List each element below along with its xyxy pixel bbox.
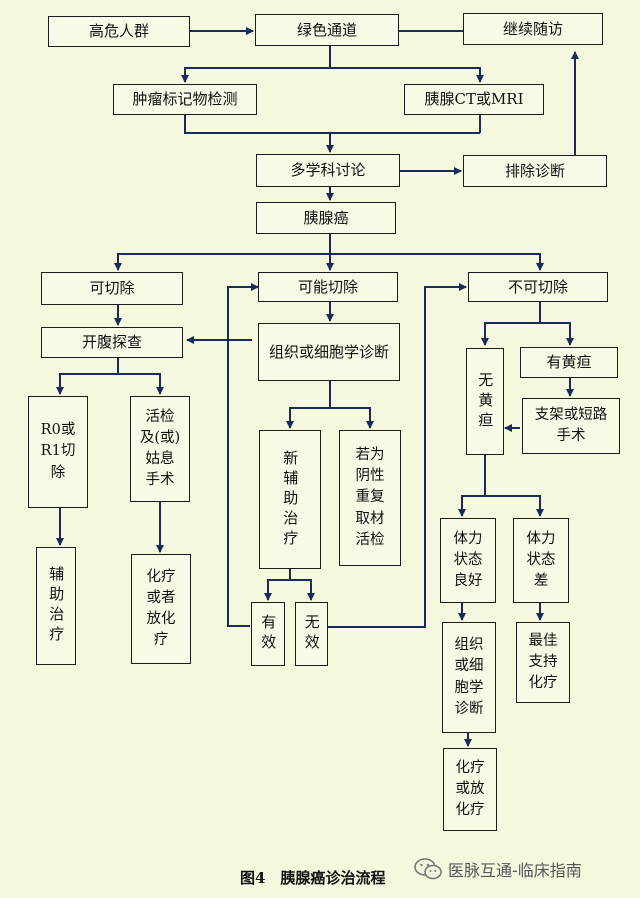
node-unresectable: 不可切除 <box>468 272 608 302</box>
node-laparotomy: 开腹探查 <box>41 327 183 358</box>
node-follow-up: 继续随访 <box>463 13 603 45</box>
figure-caption: 图4 胰腺癌诊治流程 <box>240 869 386 887</box>
node-chemo-radio: 化疗 或者 放化 疗 <box>131 554 191 664</box>
node-histology-cytology: 组织或细胞学诊断 <box>258 323 400 381</box>
node-green-channel: 绿色通道 <box>255 14 399 46</box>
node-stent-shortcut: 支架或短路 手术 <box>522 398 620 454</box>
node-adjuvant: 辅助治疗 <box>36 547 76 665</box>
node-negative-repeat: 若为 阴性 重复 取材 活检 <box>339 430 401 566</box>
node-ineffective: 无效 <box>295 602 328 666</box>
node-possibly-resectable: 可能切除 <box>258 272 398 302</box>
node-jaundice: 有黄疸 <box>520 347 618 378</box>
node-resectable: 可切除 <box>41 272 183 305</box>
node-ct-mri: 胰腺CT或MRI <box>404 84 544 115</box>
node-pancreatic-cancer: 胰腺癌 <box>256 202 396 234</box>
node-mdt: 多学科讨论 <box>256 154 400 187</box>
node-histo-cyto-diag2: 组织 或细 胞学 诊断 <box>442 622 496 733</box>
node-chemo-or-chemoradio: 化疗 或放 化疗 <box>443 748 497 831</box>
node-r0-r1: R0或 R1切 除 <box>28 396 88 508</box>
node-effective: 有效 <box>251 602 285 666</box>
node-exclude-diagnosis: 排除诊断 <box>463 155 607 187</box>
node-good-ps: 体力 状态 良好 <box>440 518 496 603</box>
node-biopsy-palliative: 活检 及(或) 姑息 手术 <box>130 396 190 502</box>
node-neoadjuvant: 新辅助治疗 <box>259 430 321 569</box>
node-tumor-markers: 肿瘤标记物检测 <box>113 84 257 115</box>
watermark: 医脉互通-临床指南 <box>414 857 582 881</box>
wechat-icon <box>414 858 442 880</box>
node-best-support: 最佳 支持 化疗 <box>516 622 570 703</box>
node-high-risk: 高危人群 <box>48 16 190 47</box>
node-no-jaundice: 无黄疸 <box>466 348 504 455</box>
watermark-text: 医脉互通-临床指南 <box>448 861 582 880</box>
node-poor-ps: 体力 状态 差 <box>513 518 569 603</box>
